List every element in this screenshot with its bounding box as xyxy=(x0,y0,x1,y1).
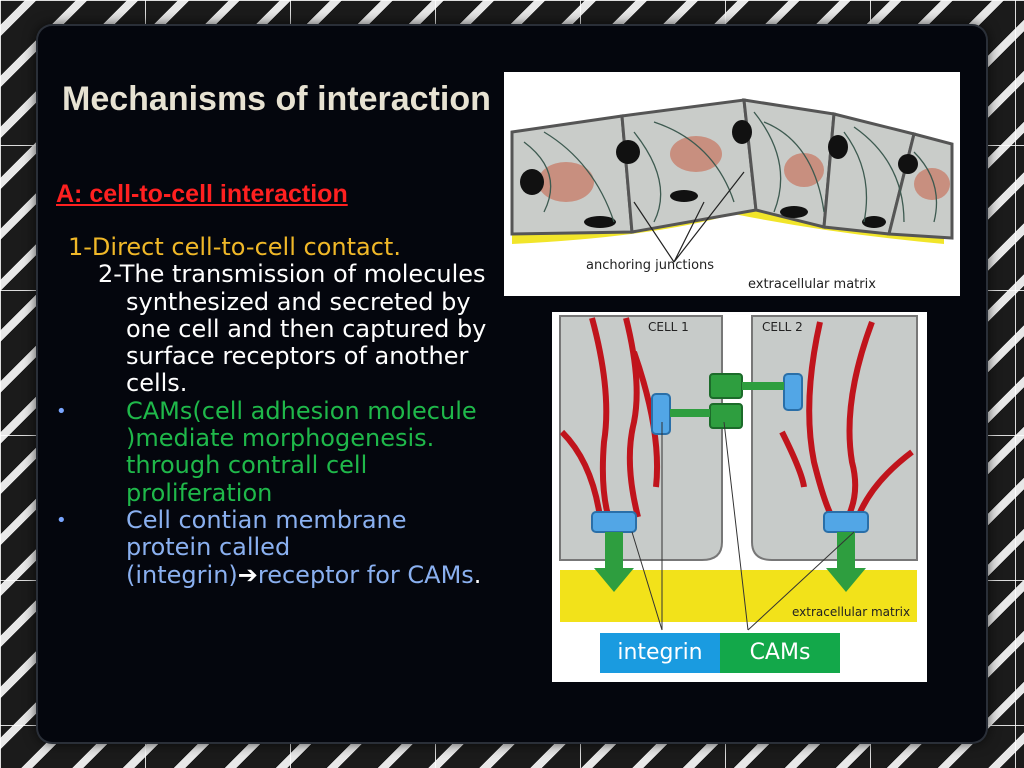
figure-cell-adhesion: CELL 1 CELL 2 extracellular matrix xyxy=(552,312,927,682)
label-cell-2: CELL 2 xyxy=(762,320,803,334)
bullet-cams: • CAMs(cell adhesion molecule )mediate m… xyxy=(56,396,496,507)
cell-1 xyxy=(559,315,723,561)
arrow-down-icon xyxy=(837,532,855,570)
bullet-integrin-text-after: receptor for CAMs xyxy=(257,560,474,589)
point-direct-contact: 1-Direct cell-to-cell contact. xyxy=(68,233,401,261)
nucleus xyxy=(914,168,950,200)
junction xyxy=(862,216,886,228)
filament xyxy=(559,429,603,518)
junction xyxy=(898,154,918,174)
bullet-integrin-text-before: Cell contian membrane protein called (in… xyxy=(126,505,407,589)
junction xyxy=(780,206,808,218)
integrin-receptor xyxy=(783,373,803,411)
filament xyxy=(855,449,914,519)
section-subheading: A: cell-to-cell interaction xyxy=(56,180,348,208)
nucleus xyxy=(670,136,722,172)
bullet-dot: • xyxy=(56,509,67,531)
cam-molecule xyxy=(709,373,743,399)
integrin-receptor xyxy=(823,511,869,533)
bullet-cams-text: CAMs(cell adhesion molecule )mediate mor… xyxy=(126,396,477,507)
label-extracellular-matrix: extracellular matrix xyxy=(748,277,876,292)
label-extracellular-matrix: extracellular matrix xyxy=(792,605,910,619)
junction xyxy=(616,140,640,164)
junction xyxy=(732,120,752,144)
cell-adhesion-illustration: CELL 1 CELL 2 extracellular matrix xyxy=(552,312,927,682)
anchoring-junctions-illustration: anchoring junctions extracellular matrix xyxy=(504,72,960,296)
point-transmission: 2-The transmission of molecules synthesi… xyxy=(98,260,487,398)
figure-anchoring-junctions: anchoring junctions extracellular matrix xyxy=(504,72,960,296)
arrow-down-icon xyxy=(594,568,634,592)
label-cell-1: CELL 1 xyxy=(648,320,689,334)
slide-title: Mechanisms of interaction xyxy=(62,80,491,118)
bullet-integrin: • Cell contian membrane protein called (… xyxy=(56,505,496,589)
arrow-down-icon xyxy=(826,568,866,592)
arrow-down-icon xyxy=(605,532,623,570)
filament xyxy=(806,321,835,519)
junction xyxy=(670,190,698,202)
label-pointer xyxy=(633,171,745,263)
integrin-receptor xyxy=(651,393,671,435)
bullet-dot: • xyxy=(56,400,67,422)
arrow-right-icon: ➔ xyxy=(237,560,258,589)
label-anchoring-junctions: anchoring junctions xyxy=(586,258,714,273)
nucleus xyxy=(784,153,824,187)
filament xyxy=(523,111,938,223)
figure-legend: integrin CAMs xyxy=(600,633,840,673)
bullet-integrin-period: . xyxy=(473,560,482,589)
integrin-receptor xyxy=(591,511,637,533)
junction xyxy=(828,135,848,159)
cam-linker xyxy=(742,382,784,390)
filament xyxy=(845,320,875,519)
legend-integrin: integrin xyxy=(600,633,720,673)
label-pointer xyxy=(631,421,855,631)
junction xyxy=(520,169,544,195)
filament xyxy=(589,317,613,523)
cam-molecule xyxy=(709,403,743,429)
nucleus xyxy=(538,162,594,202)
legend-cams: CAMs xyxy=(720,633,840,673)
junction xyxy=(584,216,616,228)
slide-body: 1-Direct cell-to-cell contact. 2-The tra… xyxy=(56,233,496,589)
cam-linker xyxy=(670,409,710,417)
filament xyxy=(779,430,807,488)
